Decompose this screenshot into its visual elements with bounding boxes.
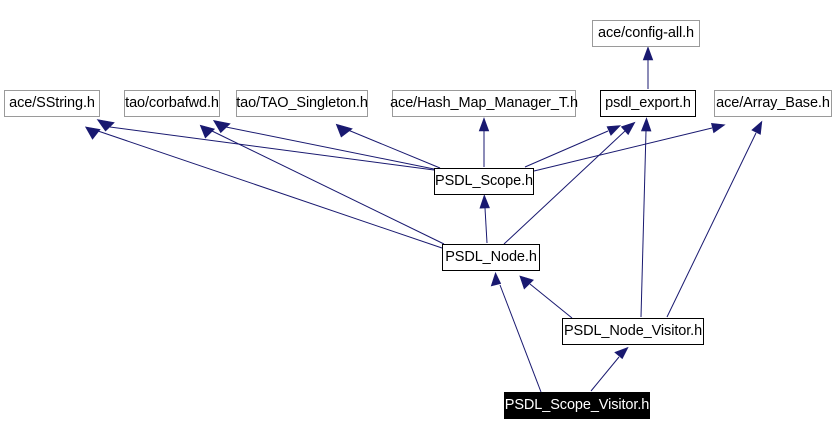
node-ace-config-all[interactable]: ace/config-all.h [592, 20, 700, 47]
edge-psdl-node-to-sstring [84, 126, 443, 249]
node-label: PSDL_Scope.h [435, 173, 533, 190]
node-label: PSDL_Node.h [445, 249, 537, 266]
edge-psdl-scope-to-sstring [96, 119, 435, 171]
node-ace-array-base[interactable]: ace/Array_Base.h [714, 90, 832, 117]
node-psdl-scope-visitor[interactable]: PSDL_Scope_Visitor.h [504, 392, 650, 419]
edge-psdl-node-to-psdl-export [503, 121, 636, 245]
node-ace-sstring[interactable]: ace/SString.h [4, 90, 100, 117]
node-label: ace/config-all.h [598, 25, 694, 42]
edge-psdl-node-to-psdl-scope [479, 194, 490, 244]
node-psdl-node-visitor[interactable]: PSDL_Node_Visitor.h [562, 318, 704, 345]
node-psdl-scope[interactable]: PSDL_Scope.h [434, 168, 534, 195]
edge-psdl-node-visitor-to-psdl-node [519, 275, 573, 319]
edge-psdl-scope-visitor-to-psdl-node [490, 271, 542, 393]
edge-psdl-scope-to-hash-map [478, 117, 490, 167]
node-label: ace/SString.h [9, 95, 95, 112]
node-label: tao/TAO_Singleton.h [236, 95, 368, 112]
node-label: ace/Hash_Map_Manager_T.h [390, 95, 578, 112]
node-label: ace/Array_Base.h [716, 95, 830, 112]
node-label: PSDL_Node_Visitor.h [563, 323, 703, 340]
node-label: tao/corbafwd.h [125, 95, 219, 112]
edge-psdl-node-visitor-to-psdl-export [640, 117, 652, 318]
node-label: psdl_export.h [605, 95, 691, 112]
edge-psdl-scope-to-tao-singleton [335, 123, 441, 169]
node-psdl-export[interactable]: psdl_export.h [600, 90, 696, 117]
edge-psdl-node-visitor-to-array-base [666, 120, 763, 318]
edge-psdl-scope-to-corbafwd [212, 119, 435, 170]
edge-psdl-scope-visitor-to-psdl-node-visitor [590, 346, 629, 392]
node-psdl-node[interactable]: PSDL_Node.h [442, 244, 540, 271]
node-tao-corbafwd[interactable]: tao/corbafwd.h [124, 90, 220, 117]
edge-psdl-scope-to-psdl-export [524, 125, 622, 168]
edge-psdl-node-to-corbafwd [199, 124, 445, 245]
node-tao-tao-singleton[interactable]: tao/TAO_Singleton.h [236, 90, 368, 117]
edge-psdl-scope-to-array-base [533, 123, 726, 172]
edge-psdl-export-to-config-all [642, 46, 654, 89]
node-label: PSDL_Scope_Visitor.h [504, 397, 650, 414]
node-ace-hash-map-manager-t[interactable]: ace/Hash_Map_Manager_T.h [390, 90, 578, 117]
